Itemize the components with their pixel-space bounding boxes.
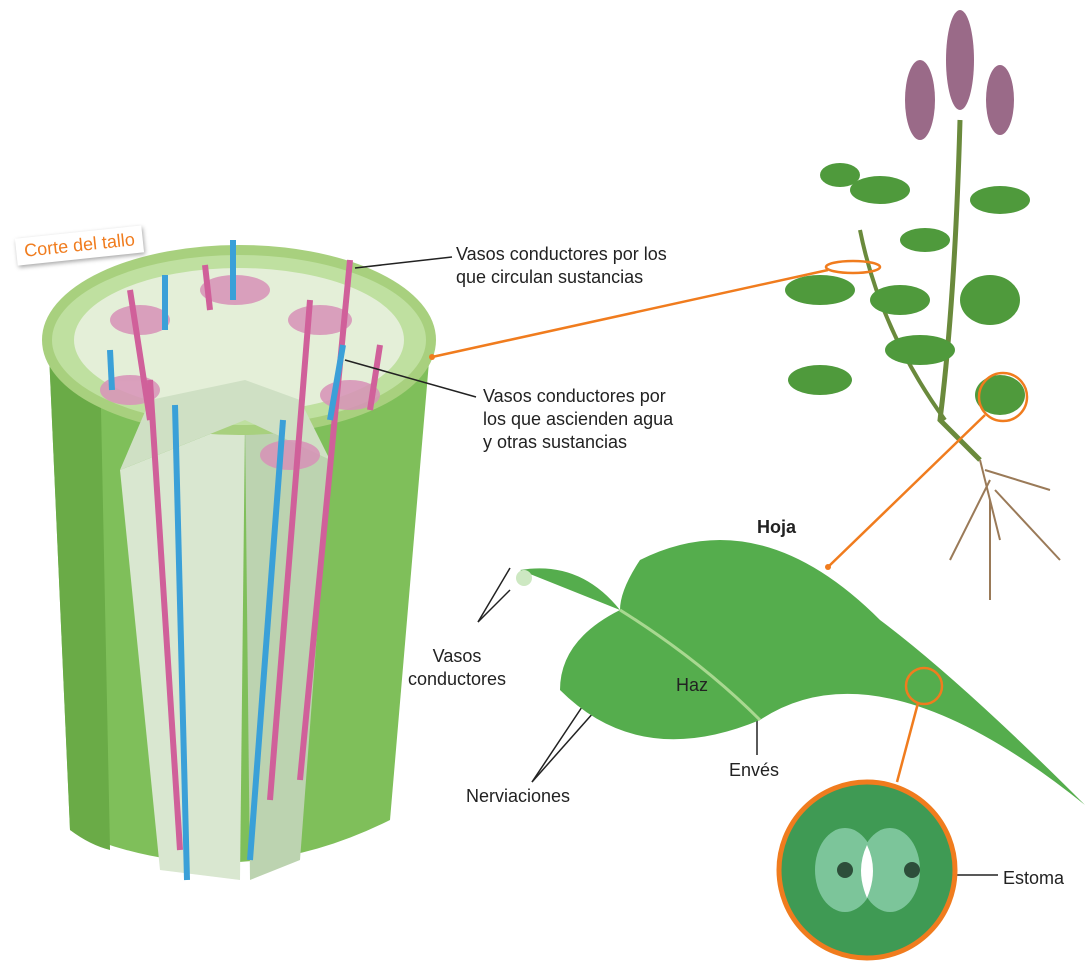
label-leaf: Hoja	[757, 517, 797, 537]
label-veins: Nerviaciones	[466, 786, 571, 806]
label-stoma: Estoma	[1003, 868, 1065, 888]
label-vessels-circulate: Vasos conductores por los que circulan s…	[456, 244, 667, 287]
stoma-magnified	[776, 779, 958, 961]
label-underside: Envés	[729, 760, 780, 780]
plant	[785, 10, 1061, 600]
label-vessels-ascend: Vasos conductores por los que ascienden …	[483, 386, 674, 452]
callouts	[431, 259, 1029, 783]
label-conducting-vessels: Vasos conductores	[408, 646, 507, 689]
stem-cross-section	[42, 240, 436, 881]
label-upper-side: Haz	[676, 675, 709, 695]
leaf	[516, 540, 1085, 805]
